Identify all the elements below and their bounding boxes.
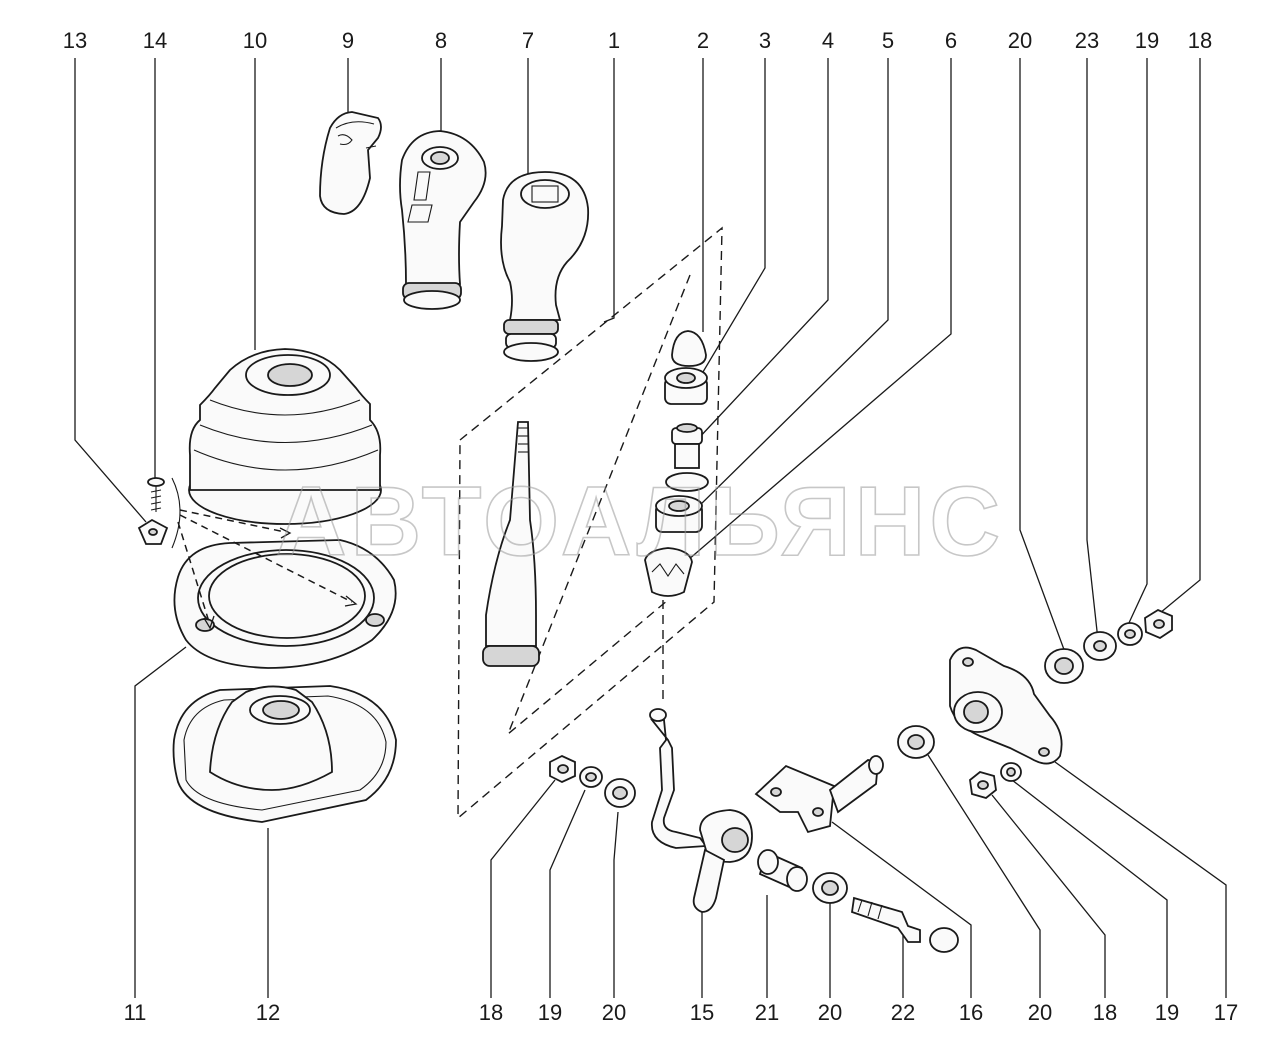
frame-plate-part-11 <box>173 539 397 669</box>
nut-part-18-c <box>1144 608 1173 640</box>
clip-part-13 <box>137 518 169 545</box>
assembly-arrows <box>177 509 358 630</box>
seal-part-12 <box>172 685 397 823</box>
spring-washer-part-6 <box>644 547 693 597</box>
gear-knob-part-7 <box>500 171 590 362</box>
bushing-cap-part-2 <box>671 330 707 367</box>
watermark-text: АВТОАЛЬЯНС <box>276 466 1004 576</box>
callout-13: 13 <box>63 28 87 53</box>
nut-part-18-b <box>969 771 997 799</box>
bottom-callouts: 11 12 18 19 20 15 21 20 22 16 20 18 19 1… <box>124 1000 1239 1025</box>
bolt-part-22 <box>851 896 959 953</box>
knob-with-indicator-part-8 <box>399 130 487 310</box>
callout-4: 4 <box>822 28 834 53</box>
callout-15: 15 <box>690 1000 714 1025</box>
callout-3: 3 <box>759 28 771 53</box>
clip-bracket <box>171 477 181 549</box>
sleeve-part-21 <box>757 849 808 892</box>
callout-14: 14 <box>143 28 167 53</box>
rubber-boot-part-10 <box>188 348 382 525</box>
callout-23: 23 <box>1075 28 1099 53</box>
callout-17: 17 <box>1214 1000 1238 1025</box>
callout-2: 2 <box>697 28 709 53</box>
washer-part-19-b <box>1000 762 1022 782</box>
bushing-part-5 <box>655 495 703 533</box>
gear-lever-rod-part-1 <box>482 421 540 667</box>
callout-5: 5 <box>882 28 894 53</box>
flanged-housing-part-17 <box>949 646 1063 765</box>
top-callouts: 13 14 10 9 8 7 1 2 3 4 5 6 20 23 19 18 <box>63 28 1212 53</box>
washer-part-19-c <box>1117 622 1143 646</box>
screw-part-14 <box>147 477 165 512</box>
callout-11: 11 <box>124 1000 147 1025</box>
callout-18: 18 <box>1188 28 1212 53</box>
washer-part-20-c <box>897 725 935 759</box>
leader-lines <box>74 58 1227 998</box>
spacer-part-4 <box>665 423 709 492</box>
callout-6: 6 <box>945 28 957 53</box>
bushing-part-3 <box>664 367 708 405</box>
callout-20: 20 <box>1008 28 1032 53</box>
callout-16: 16 <box>959 1000 983 1025</box>
callout-19-bottom-2: 19 <box>1155 1000 1179 1025</box>
callout-12: 12 <box>256 1000 280 1025</box>
callout-9: 9 <box>342 28 354 53</box>
callout-21: 21 <box>755 1000 779 1025</box>
callout-10: 10 <box>243 28 267 53</box>
callout-7: 7 <box>522 28 534 53</box>
callout-19-bottom: 19 <box>538 1000 562 1025</box>
callout-18-bottom: 18 <box>479 1000 503 1025</box>
callout-20-bottom-3: 20 <box>1028 1000 1052 1025</box>
washer-part-20-b <box>604 778 636 808</box>
washer-part-19-a <box>579 766 603 788</box>
callout-8: 8 <box>435 28 447 53</box>
knob-cover-part-9 <box>319 111 382 215</box>
washer-part-20-a <box>812 872 848 904</box>
assembly-frame <box>457 226 723 820</box>
callout-22: 22 <box>891 1000 915 1025</box>
bracket-pin-part-16 <box>754 755 884 834</box>
nut-part-18-a <box>549 755 576 783</box>
washer-part-20-d <box>1044 648 1084 684</box>
callout-20-bottom: 20 <box>602 1000 626 1025</box>
shift-lever-part-15 <box>649 708 753 913</box>
callout-19: 19 <box>1135 28 1159 53</box>
callout-1: 1 <box>608 28 620 53</box>
washer-part-23 <box>1083 631 1117 661</box>
callout-20-bottom-2: 20 <box>818 1000 842 1025</box>
callout-18-bottom-2: 18 <box>1093 1000 1117 1025</box>
